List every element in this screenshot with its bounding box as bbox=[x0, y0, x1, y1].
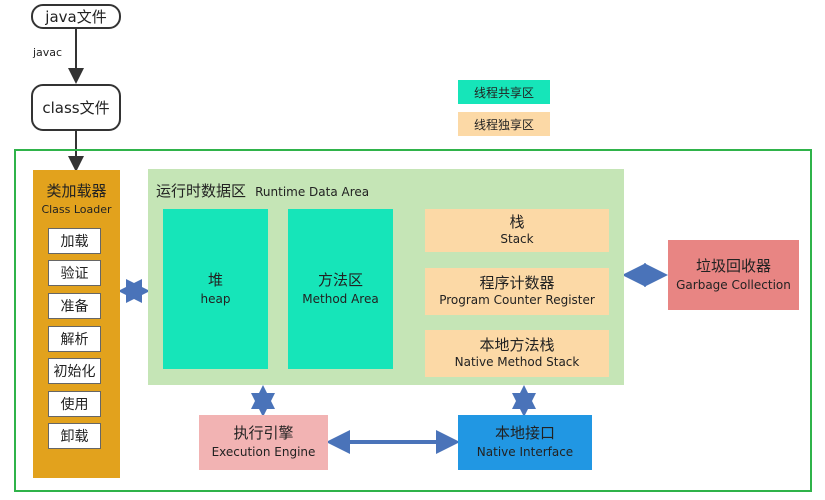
loader-step-load: 加载 bbox=[48, 228, 101, 254]
native-stack-box: 本地方法栈 Native Method Stack bbox=[425, 330, 609, 377]
execution-engine-title: 执行引擎 bbox=[233, 424, 294, 443]
class-loader-title-en: Class Loader bbox=[41, 203, 112, 216]
runtime-title-cn: 运行时数据区 bbox=[156, 182, 247, 200]
loader-step-unload: 卸载 bbox=[48, 423, 101, 449]
pc-register-title: 程序计数器 bbox=[479, 274, 555, 293]
gc-title: 垃圾回收器 bbox=[695, 256, 771, 275]
class-file-box: class文件 bbox=[31, 84, 121, 131]
pc-register-subtitle: Program Counter Register bbox=[439, 293, 595, 308]
loader-step-prepare: 准备 bbox=[48, 293, 101, 319]
heap-title: 堆 bbox=[207, 270, 223, 289]
gc-subtitle: Garbage Collection bbox=[676, 277, 791, 292]
garbage-collection-box: 垃圾回收器 Garbage Collection bbox=[668, 240, 799, 310]
native-stack-title: 本地方法栈 bbox=[479, 336, 555, 355]
java-file-box: java文件 bbox=[31, 4, 121, 29]
loader-step-verify: 验证 bbox=[48, 260, 101, 286]
native-interface-box: 本地接口 Native Interface bbox=[458, 415, 592, 470]
execution-engine-subtitle: Execution Engine bbox=[211, 445, 316, 460]
heap-subtitle: heap bbox=[200, 291, 231, 306]
legend-private: 线程独享区 bbox=[458, 112, 550, 136]
pc-register-box: 程序计数器 Program Counter Register bbox=[425, 268, 609, 315]
java-file-label: java文件 bbox=[45, 8, 107, 26]
loader-step-resolve: 解析 bbox=[48, 326, 101, 352]
loader-step-use: 使用 bbox=[48, 391, 101, 417]
loader-step-initialize: 初始化 bbox=[48, 358, 101, 384]
method-area-box: 方法区 Method Area bbox=[288, 209, 393, 369]
stack-title: 栈 bbox=[509, 213, 525, 232]
javac-label: javac bbox=[33, 46, 63, 59]
method-area-subtitle: Method Area bbox=[302, 291, 379, 306]
stack-box: 栈 Stack bbox=[425, 209, 609, 252]
class-loader-title-cn: 类加载器 bbox=[46, 182, 107, 200]
legend-shared: 线程共享区 bbox=[458, 80, 550, 104]
execution-engine-box: 执行引擎 Execution Engine bbox=[199, 415, 328, 470]
stack-subtitle: Stack bbox=[500, 232, 534, 247]
class-file-label: class文件 bbox=[42, 99, 110, 117]
native-interface-subtitle: Native Interface bbox=[476, 445, 574, 460]
heap-box: 堆 heap bbox=[163, 209, 268, 369]
method-area-title: 方法区 bbox=[317, 270, 363, 289]
runtime-title-en: Runtime Data Area bbox=[255, 185, 370, 199]
native-interface-title: 本地接口 bbox=[494, 424, 555, 443]
native-stack-subtitle: Native Method Stack bbox=[454, 355, 580, 370]
jvm-boundary bbox=[14, 149, 812, 492]
